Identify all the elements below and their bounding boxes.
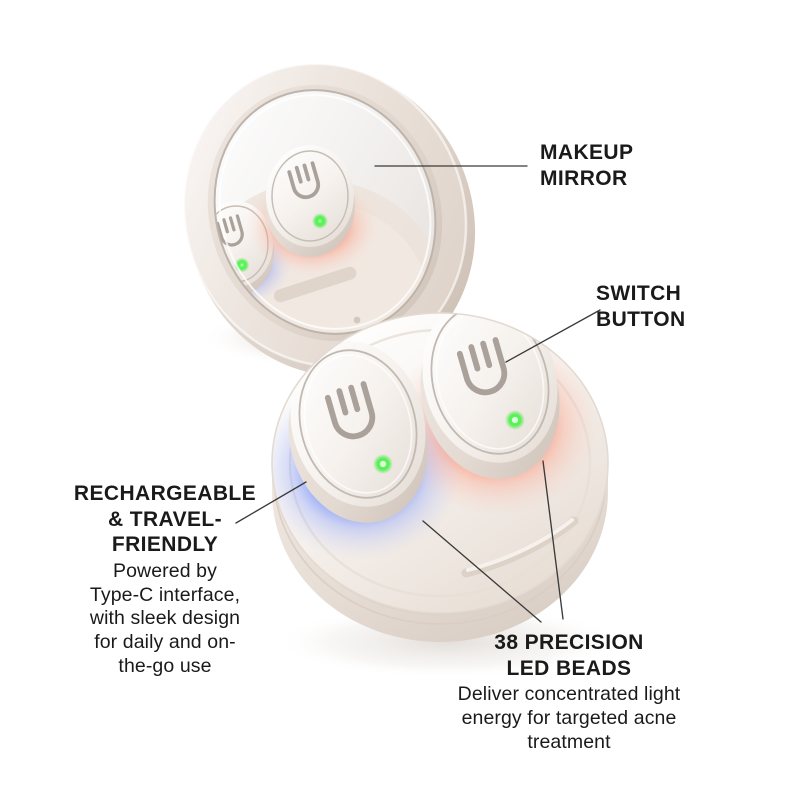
device-head-left[interactable] — [269, 325, 447, 539]
callout-makeup-mirror-title: MAKEUP MIRROR — [540, 141, 634, 190]
callout-rechargeable-title: RECHARGEABLE & TRAVEL- FRIENDLY — [73, 482, 257, 557]
callout-led-beads-body: Deliver concentrated light energy for ta… — [457, 683, 681, 753]
callout-rechargeable-body: Powered by Type-C interface, with sleek … — [89, 559, 241, 677]
leader-line-led-beads-a — [422, 520, 542, 623]
case-base — [269, 312, 609, 642]
callout-led-beads: 38 PRECISION LED BEADS Deliver concentra… — [404, 630, 734, 755]
callout-makeup-mirror: MAKEUP MIRROR — [540, 140, 780, 191]
case-hinge — [353, 316, 361, 324]
callout-switch-button-title: SWITCH BUTTON — [596, 282, 686, 331]
reflection-head-front — [246, 145, 378, 276]
reflection-led-indicator-front — [312, 213, 328, 229]
callout-led-beads-title: 38 PRECISION LED BEADS — [494, 631, 644, 680]
leader-line-switch-button — [505, 309, 601, 363]
callout-switch-button: SWITCH BUTTON — [596, 281, 800, 332]
callout-rechargeable: RECHARGEABLE & TRAVEL- FRIENDLY Powered … — [46, 481, 284, 679]
leader-line-rechargeable — [235, 481, 307, 524]
leader-line-led-beads-b — [542, 460, 564, 620]
case-base-wall — [272, 463, 608, 642]
